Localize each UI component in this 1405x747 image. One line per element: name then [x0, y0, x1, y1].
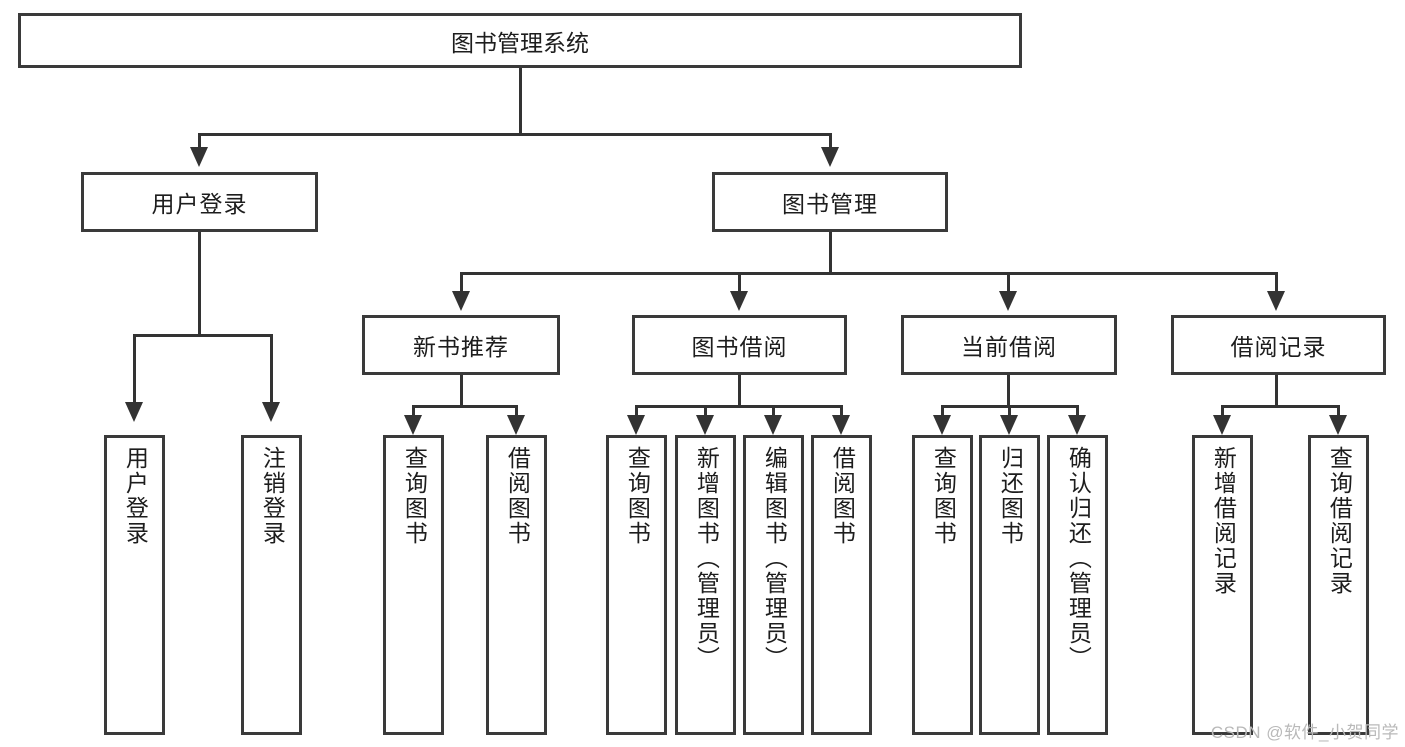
leaf-borrow-record-query[interactable]: 查询借阅记录	[1308, 435, 1369, 735]
leaf-book-borrow-add[interactable]: 新增图书（管理员）	[675, 435, 736, 735]
arrowhead-br-leaf-1	[1213, 415, 1231, 435]
node-label: 新书推荐	[413, 334, 509, 360]
node-label: 用户登录	[151, 191, 248, 217]
leaf-new-book-query[interactable]: 查询图书	[383, 435, 444, 735]
leaf-label: 查询图书	[930, 446, 957, 546]
leaf-label: 编辑图书（管理员）	[761, 446, 788, 671]
connector-user-login-bar	[133, 334, 273, 337]
connector-new-book-drop-2	[515, 405, 518, 419]
connector-bb-drop-3	[772, 405, 775, 419]
connector-br-drop-1	[1221, 405, 1224, 419]
leaf-label: 查询图书	[401, 446, 428, 546]
arrowhead-bb-leaf-4	[832, 415, 850, 435]
arrowhead-cb-leaf-1	[933, 415, 951, 435]
leaf-book-borrow-edit[interactable]: 编辑图书（管理员）	[743, 435, 804, 735]
node-book-borrow[interactable]: 图书借阅	[632, 315, 847, 375]
connector-borrow-record-stem	[1275, 375, 1278, 407]
node-label: 借阅记录	[1230, 334, 1327, 360]
arrowhead-new-book-leaf-1	[404, 415, 422, 435]
connector-bm-drop-1	[460, 272, 463, 294]
leaf-label: 借阅图书	[829, 446, 856, 546]
arrowhead-br-leaf-2	[1329, 415, 1347, 435]
connector-new-book-bar	[412, 405, 518, 408]
connector-bm-drop-4	[1275, 272, 1278, 294]
watermark-text: CSDN @软件_小贺同学	[1210, 723, 1399, 742]
node-label: 当前借阅	[961, 334, 1057, 360]
leaf-label: 注销登录	[259, 446, 286, 546]
arrowhead-user-login-leaf-1	[125, 402, 143, 422]
arrowhead-root-to-user-login	[190, 147, 208, 167]
node-book-management[interactable]: 图书管理	[712, 172, 948, 232]
leaf-label: 借阅图书	[504, 446, 531, 546]
node-user-login[interactable]: 用户登录	[81, 172, 318, 232]
arrowhead-bb-leaf-2	[696, 415, 714, 435]
connector-user-login-drop-2	[270, 334, 273, 404]
node-root-system[interactable]: 图书管理系统	[18, 13, 1022, 68]
connector-book-management-bar	[460, 272, 1278, 275]
connector-root-to-user-login	[198, 133, 201, 151]
arrowhead-cb-leaf-3	[1068, 415, 1086, 435]
connector-root-stem	[519, 68, 522, 135]
leaf-book-borrow-query[interactable]: 查询图书	[606, 435, 667, 735]
arrowhead-bb-leaf-1	[627, 415, 645, 435]
connector-user-login-stem	[198, 232, 201, 336]
connector-book-borrow-stem	[738, 375, 741, 407]
connector-bm-drop-3	[1007, 272, 1010, 294]
node-label: 图书借阅	[691, 334, 788, 360]
connector-root-to-book-manage	[829, 133, 832, 151]
leaf-label: 归还图书	[997, 446, 1024, 546]
leaf-label: 用户登录	[122, 446, 149, 546]
leaf-label: 查询图书	[624, 446, 651, 546]
leaf-current-borrow-query[interactable]: 查询图书	[912, 435, 973, 735]
arrowhead-bm-to-borrow-record	[1267, 291, 1285, 311]
connector-root-bar	[198, 133, 832, 136]
connector-br-drop-2	[1337, 405, 1340, 419]
node-label: 图书管理系统	[451, 29, 589, 56]
connector-book-borrow-bar	[635, 405, 843, 408]
node-borrow-record[interactable]: 借阅记录	[1171, 315, 1386, 375]
leaf-user-login-logout[interactable]: 注销登录	[241, 435, 302, 735]
leaf-label: 查询借阅记录	[1326, 446, 1353, 596]
arrowhead-bm-to-current-borrow	[999, 291, 1017, 311]
connector-bm-drop-2	[738, 272, 741, 294]
connector-new-book-drop-1	[412, 405, 415, 419]
connector-bb-drop-4	[840, 405, 843, 419]
leaf-label: 新增图书（管理员）	[693, 446, 720, 671]
connector-bb-drop-2	[704, 405, 707, 419]
connector-current-borrow-stem	[1007, 375, 1010, 407]
connector-borrow-record-bar	[1221, 405, 1340, 408]
connector-bb-drop-1	[635, 405, 638, 419]
leaf-label: 确认归还（管理员）	[1065, 446, 1092, 671]
node-current-borrow[interactable]: 当前借阅	[901, 315, 1117, 375]
node-new-book-recommend[interactable]: 新书推荐	[362, 315, 560, 375]
connector-book-management-stem	[829, 232, 832, 274]
leaf-book-borrow-borrow[interactable]: 借阅图书	[811, 435, 872, 735]
arrowhead-cb-leaf-2	[1000, 415, 1018, 435]
leaf-label: 新增借阅记录	[1210, 446, 1237, 596]
arrowhead-bm-to-book-borrow	[730, 291, 748, 311]
connector-cb-drop-1	[941, 405, 944, 419]
arrowhead-new-book-leaf-2	[507, 415, 525, 435]
leaf-current-borrow-return[interactable]: 归还图书	[979, 435, 1040, 735]
arrowhead-user-login-leaf-2	[262, 402, 280, 422]
connector-cb-drop-3	[1076, 405, 1079, 419]
arrowhead-bm-to-new-book	[452, 291, 470, 311]
node-label: 图书管理	[782, 191, 878, 217]
connector-user-login-drop-1	[133, 334, 136, 404]
leaf-borrow-record-add[interactable]: 新增借阅记录	[1192, 435, 1253, 735]
leaf-current-borrow-confirm-return[interactable]: 确认归还（管理员）	[1047, 435, 1108, 735]
arrowhead-bb-leaf-3	[764, 415, 782, 435]
leaf-new-book-borrow[interactable]: 借阅图书	[486, 435, 547, 735]
connector-new-book-stem	[460, 375, 463, 407]
arrowhead-root-to-book-manage	[821, 147, 839, 167]
connector-cb-drop-2	[1008, 405, 1011, 419]
leaf-user-login-login[interactable]: 用户登录	[104, 435, 165, 735]
